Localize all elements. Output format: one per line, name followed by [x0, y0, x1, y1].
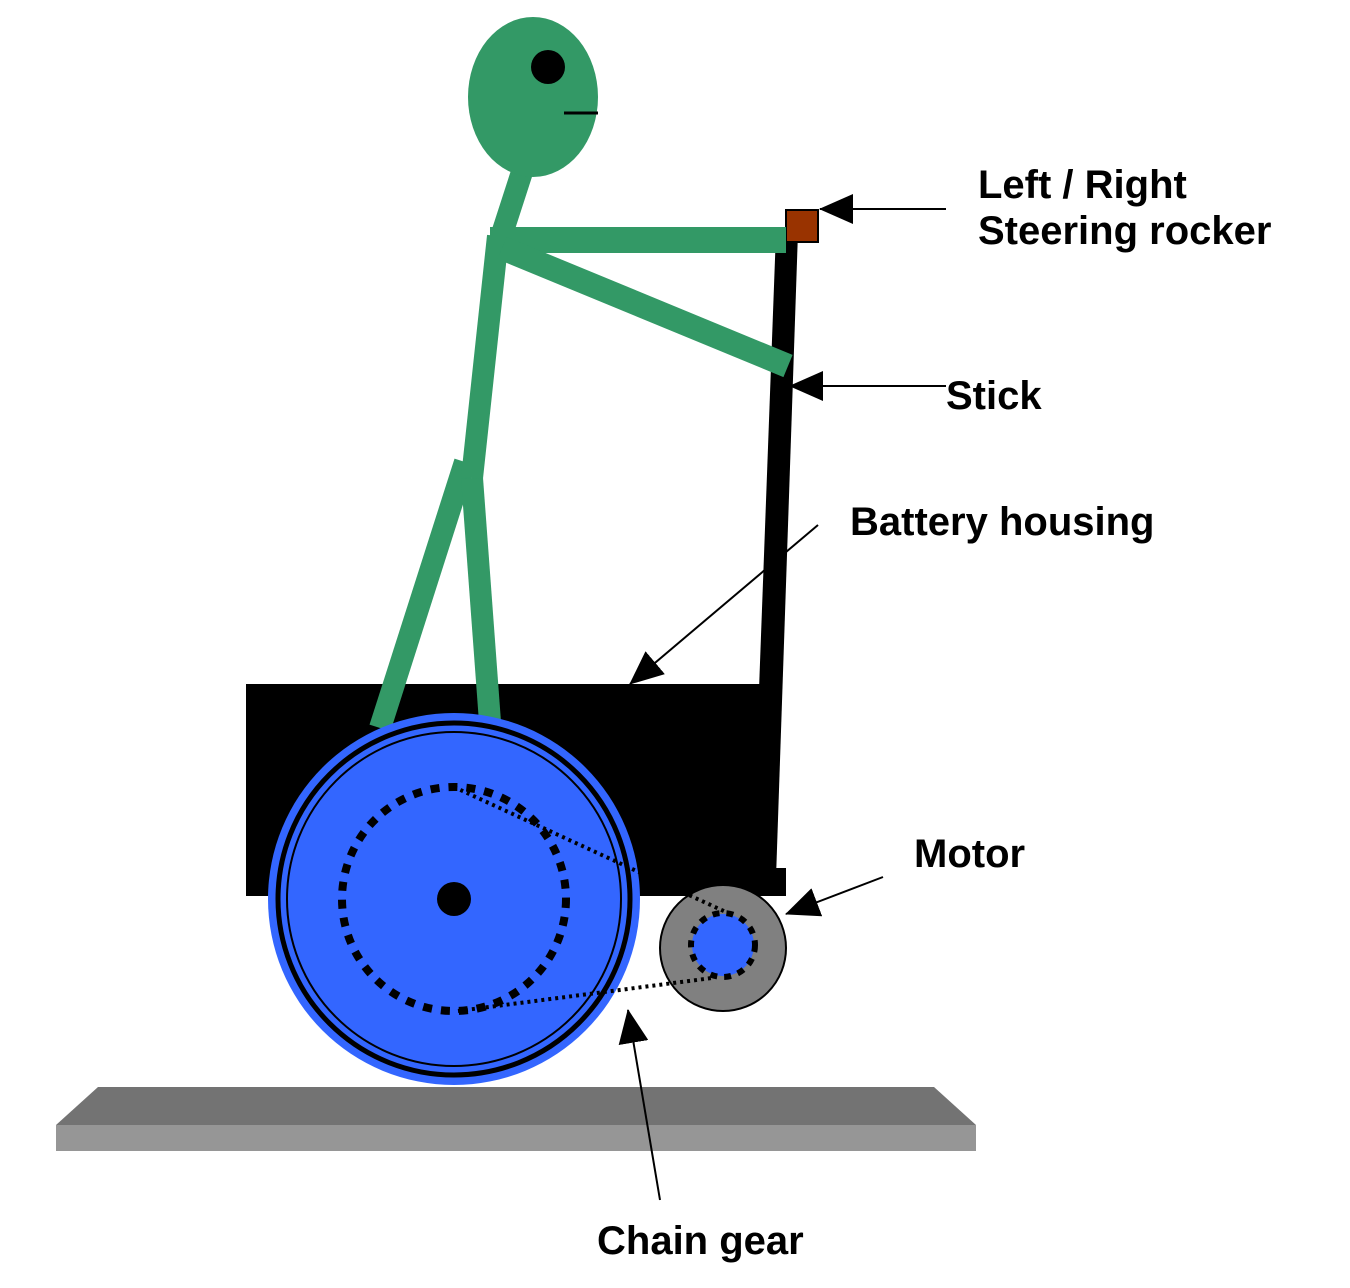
stick-label: Stick: [946, 374, 1042, 418]
battery-arrow: [629, 524, 819, 685]
main-wheel: [268, 713, 640, 1085]
wheel-tire-ring: [275, 720, 633, 1078]
chain-gear-arrow: [618, 1009, 661, 1201]
motor-arrow: [785, 876, 884, 917]
steering-rocker-label: Left / Right Steering rocker: [978, 162, 1271, 254]
chain-lower: [457, 976, 713, 1013]
chain-upper: [453, 785, 729, 915]
rider-figure: [369, 17, 793, 732]
ground-platform: [56, 1087, 976, 1151]
chain: [453, 785, 729, 1013]
ground-top: [56, 1087, 976, 1125]
ground-front: [56, 1125, 976, 1151]
motor: [659, 884, 787, 1012]
rider-eye: [531, 50, 565, 84]
battery-housing-label: Battery housing: [850, 500, 1155, 544]
motor-label: Motor: [914, 832, 1026, 876]
rider-lower-arm: [497, 236, 793, 378]
rider-right-leg: [461, 477, 501, 723]
wheel-rim-ring: [286, 731, 622, 1067]
rider-head: [468, 17, 598, 177]
steering-rocker-label-line2: Steering rocker: [978, 209, 1272, 253]
motor-gear-teeth: [688, 910, 758, 980]
stick: [752, 232, 798, 878]
annotation-arrows: [618, 194, 946, 1201]
steering-rocker-label-line1: Left / Right: [978, 163, 1187, 207]
chain-gear-label: Chain gear: [597, 1219, 804, 1263]
wheel-hub: [437, 882, 471, 916]
motor-gear: [692, 914, 754, 976]
steering-rocker: [785, 209, 819, 243]
rider-left-leg: [369, 458, 476, 732]
rider-torso: [461, 234, 509, 480]
